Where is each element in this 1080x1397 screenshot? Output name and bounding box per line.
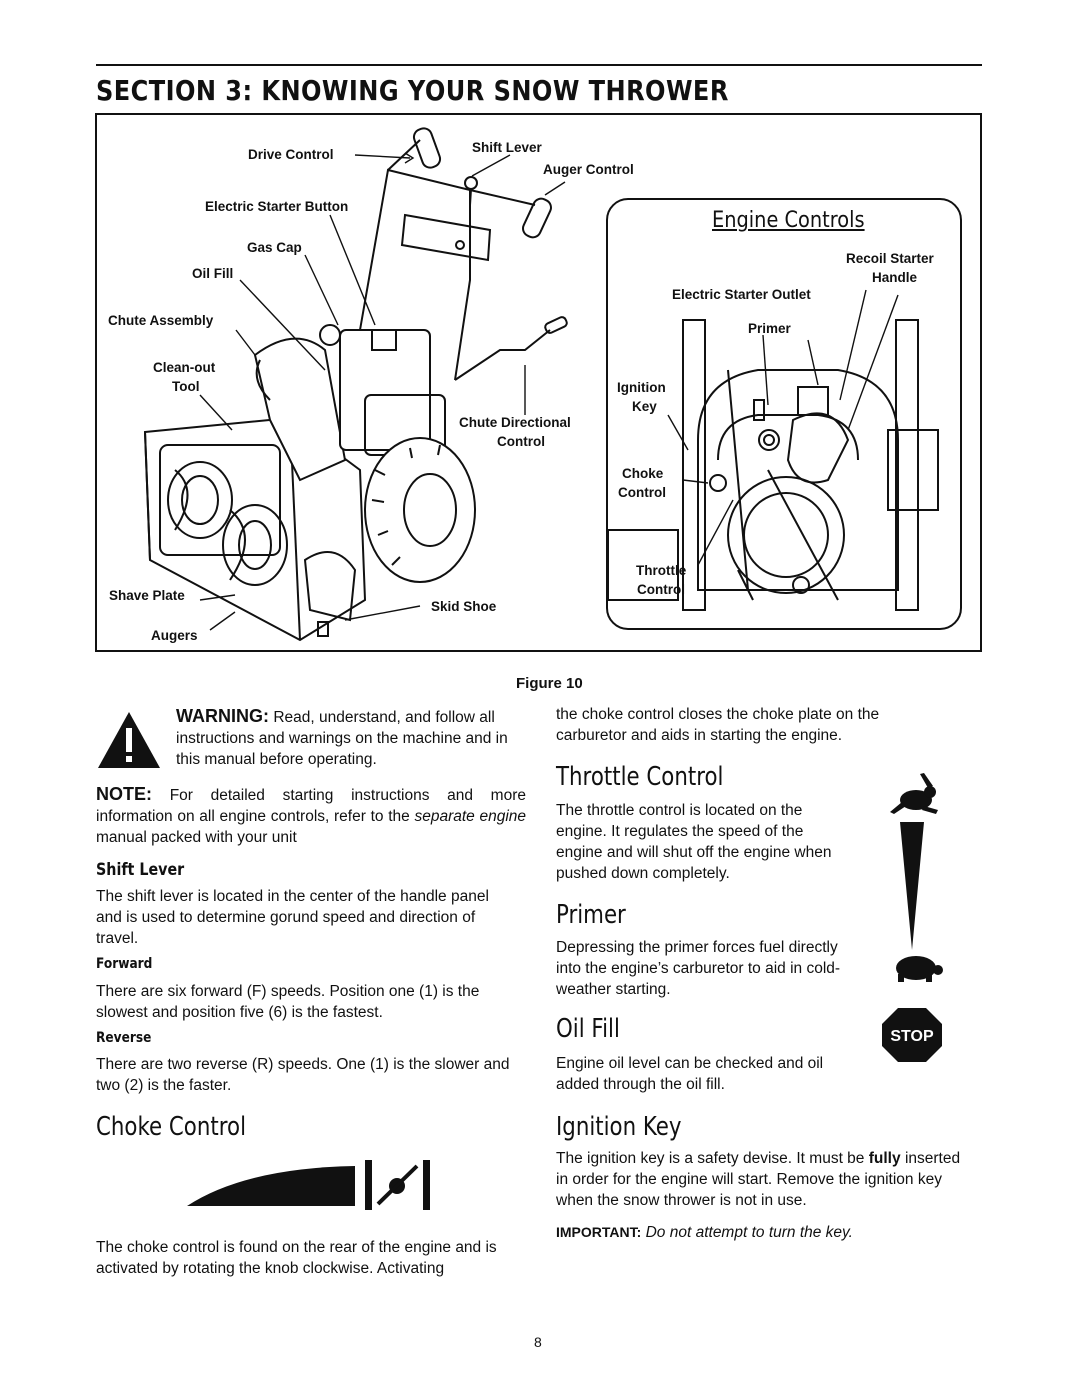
- primer-heading: Primer: [556, 900, 626, 930]
- label-recoil-starter: Recoil Starter: [846, 251, 934, 266]
- label-shift-lever: Shift Lever: [472, 140, 542, 155]
- label-chute-directional: Chute Directional: [459, 415, 571, 430]
- label-throttle-control: Control: [637, 582, 685, 597]
- throttle-control-heading: Throttle Control: [556, 762, 724, 792]
- reverse-heading: Reverse: [96, 1030, 152, 1046]
- ignition-key-text-a: The ignition key is a safety devise. It …: [556, 1150, 865, 1167]
- note-label: NOTE:: [96, 784, 152, 804]
- important-note: IMPORTANT: Do not attempt to turn the ke…: [556, 1222, 976, 1243]
- label-chute-directional-control: Control: [497, 434, 545, 449]
- note-text: For detailed starting instructions and m…: [96, 787, 526, 825]
- stop-sign-text: STOP: [890, 1028, 934, 1045]
- label-electric-starter-outlet: Electric Starter Outlet: [672, 287, 811, 302]
- label-augers: Augers: [151, 628, 198, 643]
- choke-wedge-icon: [187, 1160, 430, 1210]
- choke-control-heading: Choke Control: [96, 1112, 246, 1142]
- choke-control-text-continued: the choke control closes the choke plate…: [556, 706, 880, 744]
- label-chute-assembly: Chute Assembly: [108, 313, 214, 328]
- label-shave-plate: Shave Plate: [109, 588, 185, 603]
- label-auger-control: Auger Control: [543, 162, 634, 177]
- label-ignition-key: Key: [632, 399, 657, 414]
- label-clean-out-tool: Tool: [172, 379, 200, 394]
- engine-illustration: [608, 289, 939, 611]
- primer-text: Depressing the primer forces fuel direct…: [556, 939, 841, 998]
- forward-heading: Forward: [96, 956, 153, 972]
- warning-icon: [98, 712, 160, 768]
- throttle-symbols: STOP: [882, 773, 943, 1062]
- oil-fill-heading: Oil Fill: [556, 1014, 620, 1044]
- label-drive-control: Drive Control: [248, 147, 334, 162]
- label-primer: Primer: [748, 321, 791, 336]
- label-ignition: Ignition: [617, 380, 666, 395]
- label-recoil-handle: Handle: [872, 270, 918, 285]
- ignition-key-text: The ignition key is a safety devise. It …: [556, 1148, 966, 1211]
- rabbit-icon: [890, 773, 938, 814]
- section-title: SECTION 3: KNOWING YOUR SNOW THROWER: [96, 74, 729, 107]
- label-choke-control: Control: [618, 485, 666, 500]
- shift-lever-text: The shift lever is located in the center…: [96, 888, 489, 947]
- turtle-icon: [896, 956, 943, 982]
- ignition-key-heading: Ignition Key: [556, 1112, 682, 1142]
- page-number: 8: [534, 1334, 542, 1350]
- label-throttle: Throttle: [636, 563, 687, 578]
- note-paragraph: NOTE: For detailed starting instructions…: [96, 784, 526, 848]
- forward-text: There are six forward (F) speeds. Positi…: [96, 983, 480, 1021]
- warning-paragraph: WARNING: Read, understand, and follow al…: [176, 706, 526, 770]
- stop-sign-icon: STOP: [882, 1008, 942, 1062]
- speed-wedge-icon: [900, 822, 924, 950]
- label-electric-starter-button: Electric Starter Button: [205, 199, 349, 214]
- snow-thrower-illustration: [143, 127, 568, 642]
- engine-controls-inset: [606, 198, 962, 630]
- ignition-key-text-b: inserted in order for the engine will st…: [556, 1150, 961, 1209]
- top-rule: [96, 64, 982, 66]
- warning-text: Read, understand, and follow all instruc…: [176, 709, 508, 768]
- label-gas-cap: Gas Cap: [247, 240, 302, 255]
- figure-frame: [95, 113, 982, 652]
- important-text: Do not attempt to turn the key.: [645, 1224, 853, 1241]
- ignition-key-text-bold: fully: [868, 1150, 901, 1167]
- oil-fill-text: Engine oil level can be checked and oil …: [556, 1055, 824, 1093]
- important-label: IMPORTANT:: [556, 1224, 642, 1240]
- warning-label: WARNING:: [176, 706, 269, 726]
- throttle-control-text: The throttle control is located on the e…: [556, 802, 832, 882]
- note-emphasis: separate engine: [414, 808, 527, 825]
- choke-control-text: The choke control is found on the rear o…: [96, 1239, 497, 1277]
- note-text-end: manual packed with your unit: [96, 829, 297, 846]
- label-choke: Choke: [622, 466, 664, 481]
- label-clean-out: Clean-out: [153, 360, 216, 375]
- label-skid-shoe: Skid Shoe: [431, 599, 497, 614]
- figure-caption: Figure 10: [516, 675, 583, 692]
- label-oil-fill: Oil Fill: [192, 266, 234, 281]
- shift-lever-heading: Shift Lever: [96, 860, 185, 880]
- engine-controls-title: Engine Controls: [712, 208, 865, 233]
- reverse-text: There are two reverse (R) speeds. One (1…: [96, 1056, 510, 1094]
